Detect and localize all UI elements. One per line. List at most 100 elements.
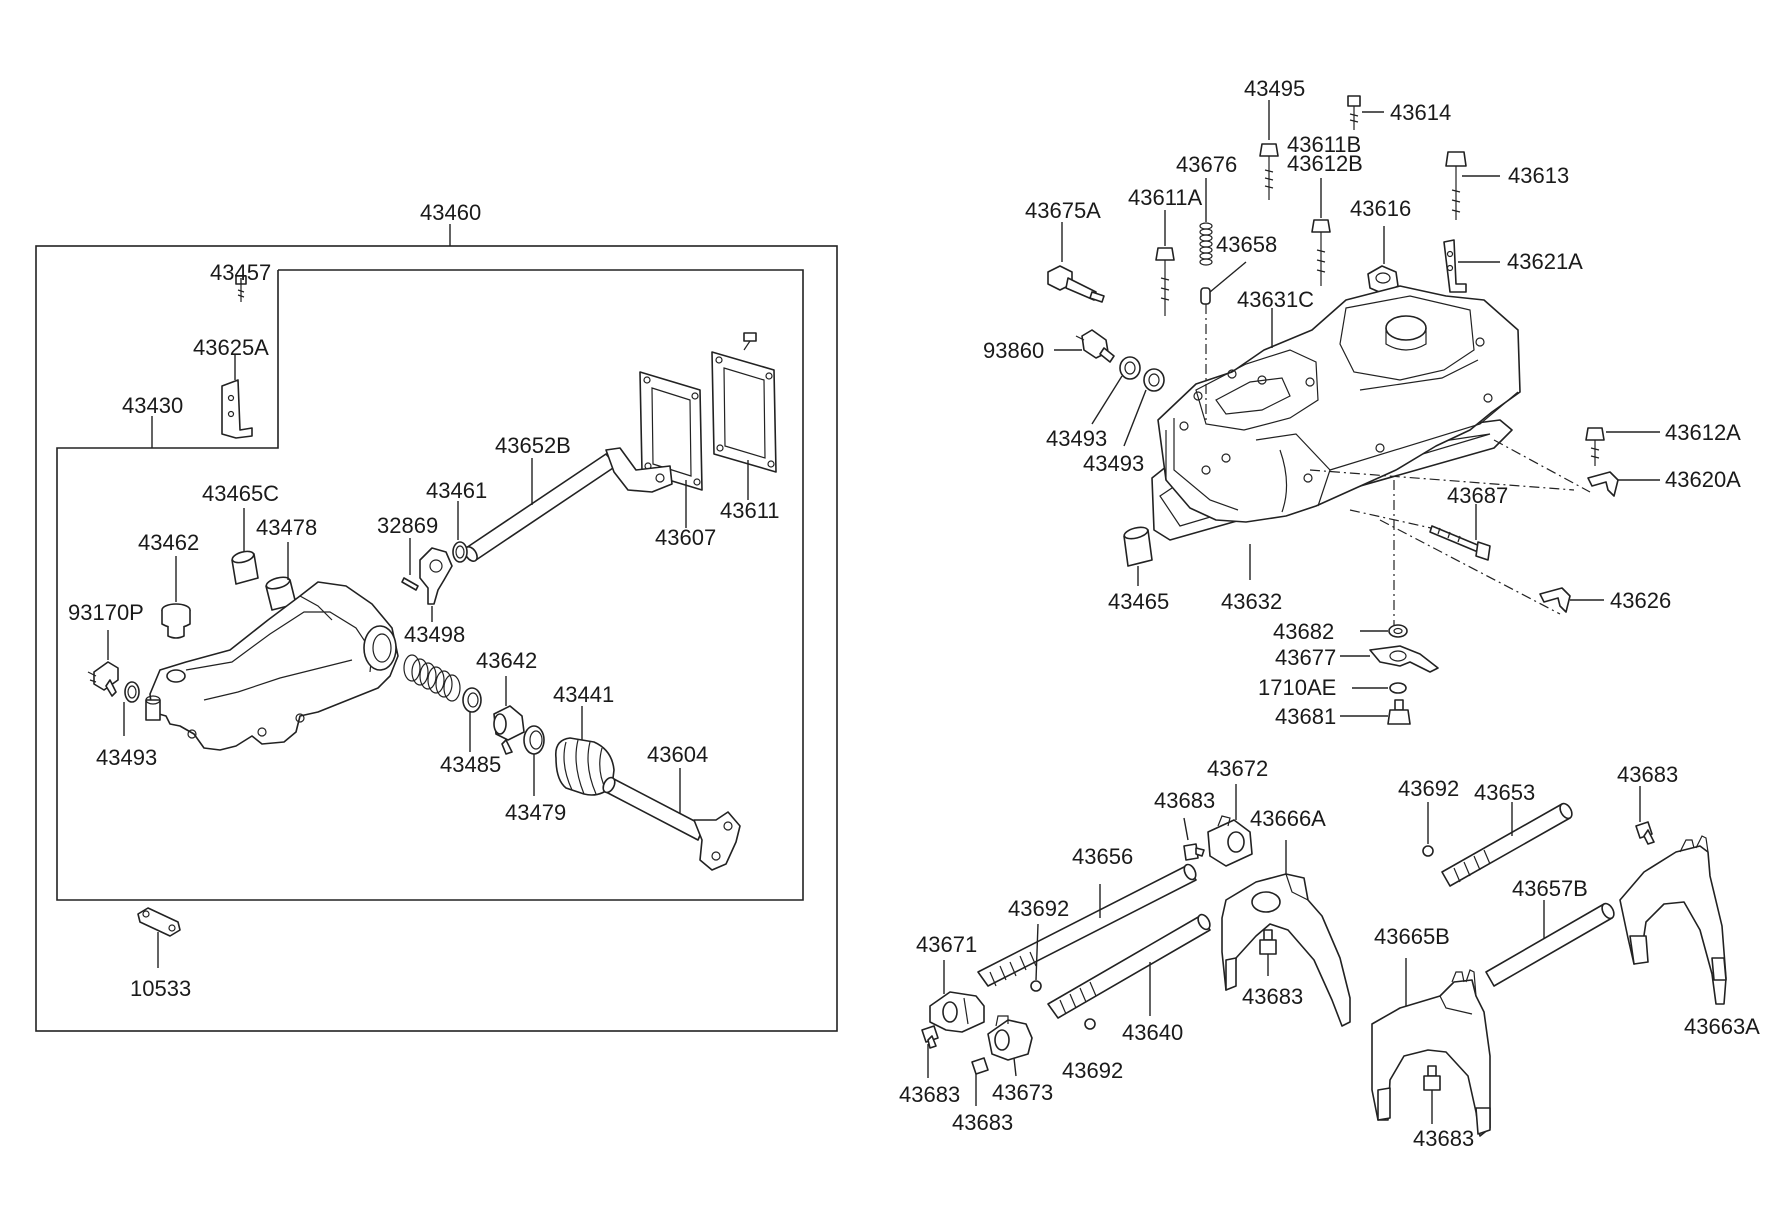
part-43465C-bushing xyxy=(231,508,259,585)
part-43642-guide xyxy=(493,676,525,755)
part-93170P-switch xyxy=(87,630,119,697)
part-43683-screw-f xyxy=(1423,1065,1441,1124)
part-43683-screw-c xyxy=(971,1057,989,1106)
part-43620A-clip xyxy=(1587,471,1660,497)
label-43625A: 43625A xyxy=(193,335,269,360)
label-43493-right-a: 43493 xyxy=(1046,426,1107,451)
part-43656-rod xyxy=(977,863,1197,987)
label-43658: 43658 xyxy=(1216,232,1277,257)
part-43653-rod xyxy=(1441,802,1573,887)
label-43631C: 43631C xyxy=(1237,287,1314,312)
part-43626-clip xyxy=(1539,587,1604,613)
label-43626: 43626 xyxy=(1610,588,1671,613)
part-10533-plate xyxy=(137,907,181,968)
part-43671-block xyxy=(929,960,985,1033)
label-43682: 43682 xyxy=(1273,619,1334,644)
part-43621A-bracket xyxy=(1443,239,1500,293)
part-43493-ring-left xyxy=(123,681,140,736)
label-43611: 43611 xyxy=(720,498,780,523)
label-43465: 43465 xyxy=(1108,589,1169,614)
label-43620A: 43620A xyxy=(1665,467,1741,492)
label-43681: 43681 xyxy=(1275,704,1336,729)
part-43652B-rod xyxy=(464,447,673,562)
label-43683-c: 43683 xyxy=(1242,984,1303,1009)
part-32869-pin xyxy=(401,538,419,591)
label-43493-right-b: 43493 xyxy=(1083,451,1144,476)
part-43683-screw-d xyxy=(1259,929,1277,976)
part-43461-ring xyxy=(452,501,468,563)
part-43666A-fork xyxy=(1221,840,1351,1027)
part-43687-bolt xyxy=(1429,504,1491,561)
part-43683-screw-a xyxy=(1183,817,1205,861)
label-43683-e: 43683 xyxy=(952,1110,1013,1135)
part-spring xyxy=(403,654,461,702)
part-43673-block xyxy=(987,1015,1033,1077)
part-43676-spring xyxy=(1199,178,1213,266)
label-43616: 43616 xyxy=(1350,196,1411,221)
label-43479: 43479 xyxy=(505,800,566,825)
label-93170P: 93170P xyxy=(68,600,144,625)
label-43498: 43498 xyxy=(404,622,465,647)
label-43687: 43687 xyxy=(1447,483,1508,508)
part-43683-screw-e xyxy=(1635,786,1655,845)
label-43607: 43607 xyxy=(655,525,716,550)
part-43611A-bolt xyxy=(1155,210,1175,316)
label-43653: 43653 xyxy=(1474,780,1535,805)
part-43681-pin xyxy=(1340,699,1411,725)
part-43682-washer xyxy=(1360,624,1408,638)
part-43616-nut xyxy=(1367,226,1399,295)
label-43614: 43614 xyxy=(1390,100,1451,125)
label-43478: 43478 xyxy=(256,515,317,540)
part-43675A-sensor xyxy=(1047,222,1105,303)
label-43495: 43495 xyxy=(1244,76,1305,101)
label-43683-f: 43683 xyxy=(1413,1126,1474,1151)
label-10533: 10533 xyxy=(130,976,191,1001)
part-43665B-fork xyxy=(1371,958,1491,1137)
label-43457: 43457 xyxy=(210,260,271,285)
label-43672: 43672 xyxy=(1207,756,1268,781)
part-43479-ring xyxy=(523,725,545,796)
label-43462: 43462 xyxy=(138,530,199,555)
part-43607-gasket xyxy=(639,371,703,528)
label-43612A: 43612A xyxy=(1665,420,1741,445)
part-43640-rod xyxy=(1047,913,1211,1019)
part-43485-washer xyxy=(462,687,482,752)
label-32869: 32869 xyxy=(377,513,438,538)
part-43672-block xyxy=(1207,784,1253,867)
part-43611-gasket xyxy=(711,351,777,500)
part-43498-lever xyxy=(419,547,453,622)
part-43493-ring-right-a xyxy=(1091,356,1141,425)
part-43657B-rod xyxy=(1485,900,1615,987)
label-43460: 43460 xyxy=(420,200,481,225)
assembly-43430-frame xyxy=(56,269,804,901)
label-1710AE: 1710AE xyxy=(1258,675,1336,700)
part-43612B-bolt xyxy=(1311,178,1331,286)
part-43683-screw-b xyxy=(921,1025,939,1078)
part-43692-ball-c xyxy=(1084,1018,1096,1030)
label-43465C: 43465C xyxy=(202,481,279,506)
part-43478-bushing xyxy=(265,542,297,611)
part-43663A-fork xyxy=(1619,835,1727,1005)
label-43461: 43461 xyxy=(426,478,487,503)
label-43663A: 43663A xyxy=(1684,1014,1760,1039)
part-1710AE-ring xyxy=(1352,682,1407,694)
label-43683-b: 43683 xyxy=(1617,762,1678,787)
label-43683-d: 43683 xyxy=(899,1082,960,1107)
label-43493-left: 43493 xyxy=(96,745,157,770)
label-43613: 43613 xyxy=(1508,163,1569,188)
label-43683-a: 43683 xyxy=(1154,788,1215,813)
label-43632: 43632 xyxy=(1221,589,1282,614)
part-43614-bolt xyxy=(1347,95,1384,130)
label-43676: 43676 xyxy=(1176,152,1237,177)
part-housing xyxy=(145,581,399,751)
part-43465-bushing xyxy=(1123,526,1153,586)
part-43677-lever xyxy=(1340,645,1439,673)
label-43692-c: 43692 xyxy=(1062,1058,1123,1083)
label-43673: 43673 xyxy=(992,1080,1053,1105)
part-43462-cap xyxy=(161,556,191,639)
label-43621A: 43621A xyxy=(1507,249,1583,274)
label-43612B: 43612B xyxy=(1287,151,1363,176)
part-43493-ring-right-b xyxy=(1123,368,1165,447)
part-43692-ball-a xyxy=(1422,802,1434,857)
